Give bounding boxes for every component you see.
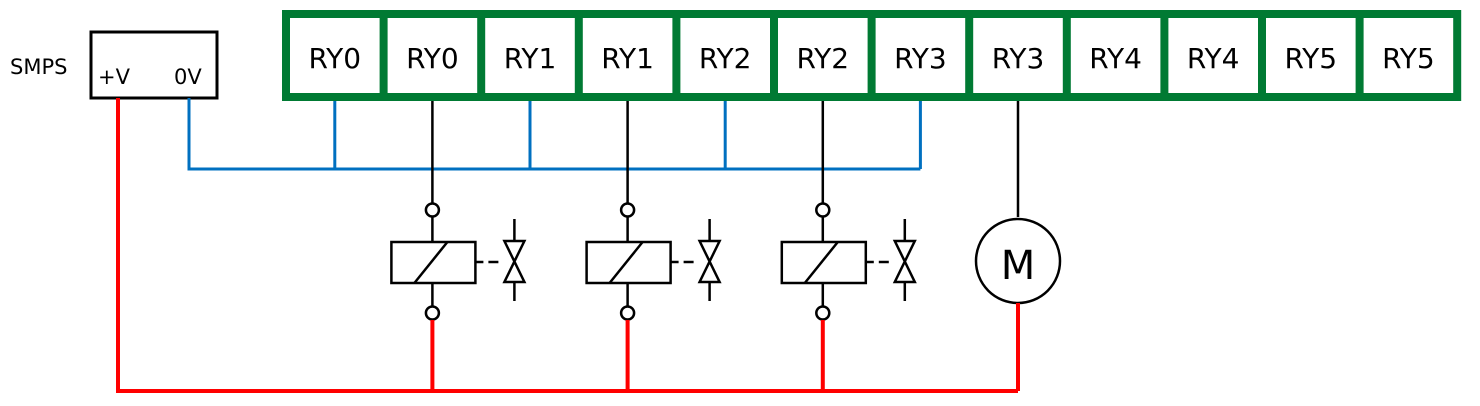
coil-icon <box>390 240 477 285</box>
wires <box>116 98 1018 393</box>
coil-icon <box>585 240 672 285</box>
terminal-label: RY0 <box>309 42 362 75</box>
terminal-label: RY5 <box>1285 42 1338 75</box>
terminal-ry0: RY0 <box>309 42 362 75</box>
coil-terminal-top <box>619 202 636 218</box>
smps-pos-terminal: +V <box>98 65 131 89</box>
coil-diagonal <box>413 241 449 284</box>
common-bus-wire <box>187 98 921 171</box>
terminal-label: RY1 <box>504 42 557 75</box>
terminal-ry3: RY3 <box>965 14 1045 97</box>
terminal-ry5: RY5 <box>1355 14 1435 97</box>
terminal-label: RY2 <box>797 42 850 75</box>
motor: M <box>974 101 1062 391</box>
terminal-label: RY0 <box>406 42 459 75</box>
terminal-ry2: RY2 <box>672 14 752 97</box>
smps-label: SMPS <box>10 55 67 79</box>
coil-icon <box>780 240 868 285</box>
terminal-ry1: RY1 <box>477 14 557 97</box>
terminal-ry5: RY5 <box>1258 14 1338 97</box>
terminal-ry4: RY4 <box>1062 14 1142 97</box>
terminal-label: RY4 <box>1187 42 1240 75</box>
coil-diagonal <box>803 241 839 284</box>
valve-icon <box>502 239 527 284</box>
terminal-label: RY2 <box>699 42 752 75</box>
solenoid-valve <box>780 101 917 391</box>
positive-bus-wire <box>116 98 1018 393</box>
terminal-label: RY3 <box>894 42 947 75</box>
terminal-block: RY0 RY0 RY1 RY1 RY2 RY2 RY3 RY3 RY4 RY4 RY5 RY5 <box>282 10 1462 101</box>
valve-icon <box>892 239 917 284</box>
valve-icon <box>697 239 722 284</box>
terminal-label: RY1 <box>601 42 654 75</box>
coil-terminal-bottom <box>619 305 636 321</box>
smps-neg-terminal: 0V <box>174 65 202 89</box>
coil-terminal-top <box>815 202 831 218</box>
solenoid-valve <box>390 101 527 391</box>
terminal-ry0: RY0 <box>379 14 459 97</box>
motor-label: M <box>1001 243 1036 289</box>
terminal-label: RY3 <box>992 42 1045 75</box>
loads: M <box>390 101 1062 391</box>
smps-box <box>89 30 219 100</box>
terminal-label: RY5 <box>1382 42 1435 75</box>
coil-terminal-bottom <box>815 305 831 321</box>
coil-terminal-top <box>424 202 441 218</box>
terminal-ry4: RY4 <box>1160 14 1240 97</box>
solenoid-valve <box>585 101 722 391</box>
coil-diagonal <box>608 241 644 284</box>
terminal-ry1: RY1 <box>574 14 654 97</box>
terminal-label: RY4 <box>1089 42 1142 75</box>
coil-terminal-bottom <box>424 305 441 321</box>
terminal-ry3: RY3 <box>867 14 947 97</box>
terminal-ry2: RY2 <box>770 14 850 97</box>
